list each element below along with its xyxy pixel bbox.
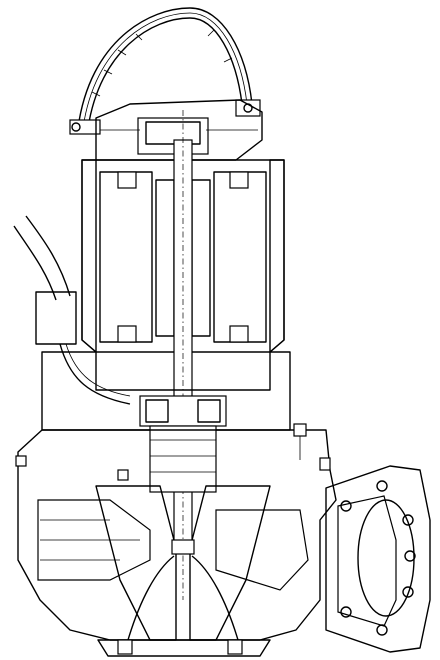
top-cover bbox=[95, 99, 263, 161]
shaft bbox=[173, 110, 193, 600]
seal-chamber bbox=[41, 351, 291, 493]
power-cable bbox=[13, 215, 131, 405]
suction-inlet bbox=[97, 639, 271, 657]
side-bolts bbox=[15, 423, 331, 481]
lifting-handle bbox=[69, 7, 261, 135]
discharge-flange bbox=[325, 465, 431, 653]
stator bbox=[99, 171, 267, 343]
pump-volute bbox=[17, 429, 337, 641]
